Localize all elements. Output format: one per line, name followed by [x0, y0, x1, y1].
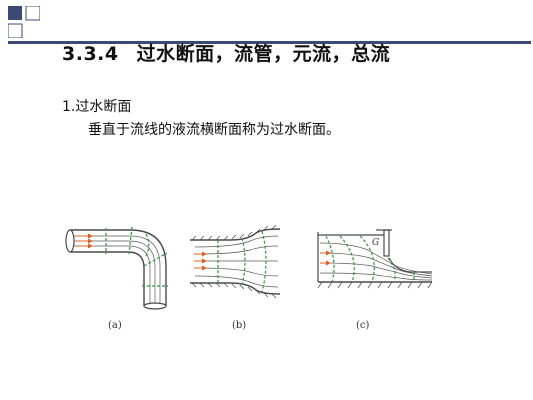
figure-b-contraction	[190, 224, 281, 299]
section-heading-text: 过水断面，流管，元流，总流	[136, 43, 391, 65]
figure-c-sluice-gate: G	[317, 229, 433, 289]
gate-label: G	[372, 238, 379, 248]
caption-b: (b)	[232, 320, 246, 331]
section-title: 3.3.4 过水断面，流管，元流，总流	[62, 39, 390, 66]
decorative-squares	[8, 6, 40, 38]
subheading: 1.过水断面	[62, 99, 132, 115]
caption-c: (c)	[356, 320, 370, 331]
caption-a: (a)	[108, 320, 122, 331]
section-number: 3.3.4	[62, 43, 119, 65]
definition-text: 垂直于流线的液流横断面称为过水断面。	[88, 122, 340, 138]
header-divider	[8, 41, 531, 44]
figure-a-elbow-pipe	[65, 226, 168, 310]
